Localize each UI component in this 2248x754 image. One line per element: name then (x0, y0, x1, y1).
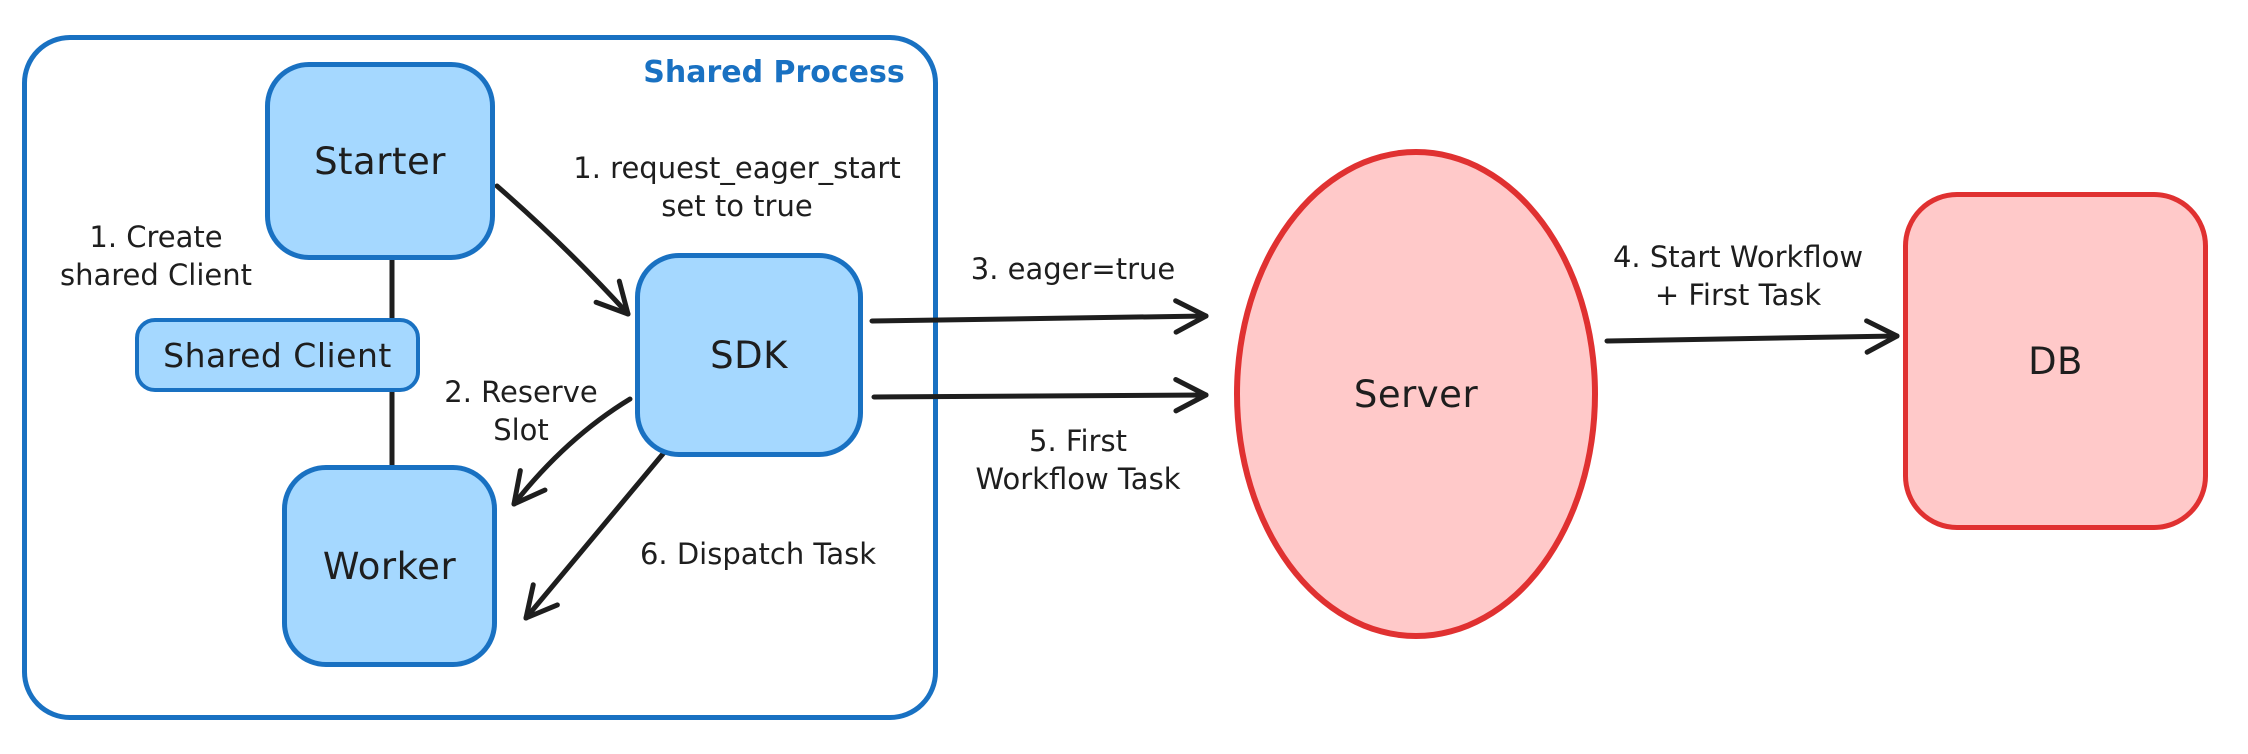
shared-process-container (22, 35, 938, 720)
annotation-line: set to true (661, 189, 813, 223)
node-shared-client: Shared Client (135, 318, 420, 392)
node-worker: Worker (282, 465, 497, 667)
annotation-first-workflow-task: 5. First Workflow Task (976, 422, 1181, 498)
edge-sdk-to-server-eager (869, 298, 1209, 335)
edge-sdk-to-worker-reserve (511, 396, 633, 507)
annotation-line: 1. Create (89, 220, 223, 254)
annotation-reserve-slot: 2. Reserve Slot (444, 373, 597, 449)
annotation-line: Slot (493, 413, 549, 447)
annotation-line: 4. Start Workflow (1612, 240, 1864, 274)
shared-process-label: Shared Process (643, 55, 905, 90)
annotation-start-workflow-first-task: 4. Start Workflow + First Task (1613, 238, 1863, 314)
node-server: Server (1234, 149, 1598, 639)
node-worker-label: Worker (322, 544, 457, 588)
annotation-create-shared-client: 1. Create shared Client (60, 218, 252, 294)
node-db: DB (1903, 192, 2208, 530)
annotation-line: + First Task (1654, 278, 1822, 312)
annotation-request-eager-start: 1. request_eager_start set to true (573, 149, 900, 225)
edge-sdk-to-server-first-task (871, 376, 1209, 414)
edge-server-to-db (1604, 318, 1900, 355)
node-shared-client-label: Shared Client (163, 335, 392, 375)
node-db-label: DB (2028, 339, 2083, 383)
annotation-line: 6. Dispatch Task (639, 537, 877, 571)
edge-sdk-to-worker-dispatch (523, 446, 670, 621)
node-starter: Starter (265, 62, 495, 260)
annotation-line: Workflow Task (975, 462, 1181, 496)
edge-starter-to-sdk (494, 183, 631, 317)
annotation-line: 1. request_eager_start (573, 151, 901, 185)
annotation-line: 5. First (1029, 424, 1127, 458)
annotation-eager-true: 3. eager=true (971, 250, 1176, 288)
annotation-line: shared Client (60, 258, 252, 292)
annotation-line: 3. eager=true (970, 252, 1176, 286)
node-server-label: Server (1353, 372, 1479, 416)
annotation-dispatch-task: 6. Dispatch Task (640, 535, 876, 573)
node-starter-label: Starter (314, 139, 446, 183)
annotation-line: 2. Reserve (444, 375, 598, 409)
node-sdk-label: SDK (710, 333, 788, 377)
node-sdk: SDK (635, 253, 863, 457)
